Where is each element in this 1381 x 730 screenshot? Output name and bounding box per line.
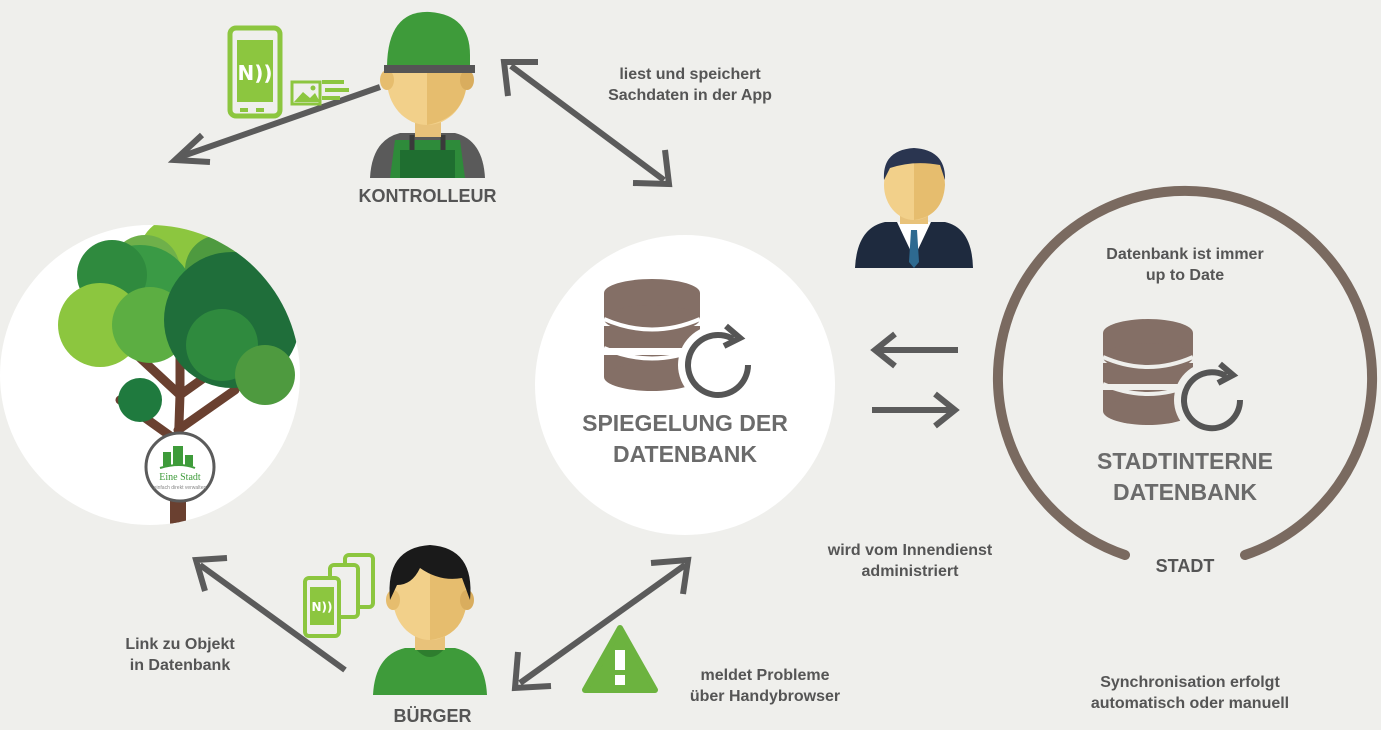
admin-line1: wird vom Innendienst	[827, 542, 993, 559]
buerger-action-line1: meldet Probleme	[700, 667, 830, 684]
svg-text:N)): N))	[311, 600, 332, 614]
internal-database-note-line1: Datenbank ist immer	[1106, 246, 1264, 263]
kontrolleur-action-line1: liest und speichert	[619, 66, 761, 83]
badge-title: Eine Stadt	[159, 472, 201, 483]
mirror-database-icon	[603, 279, 758, 405]
stadt-label: STADT	[1155, 556, 1215, 576]
internal-database-note-line2: up to Date	[1145, 266, 1225, 284]
kontrolleur-action-text: liest und speichert Sachdaten in der App	[560, 65, 820, 107]
internal-database-note: Datenbank ist immer up to Date	[1070, 245, 1300, 287]
arrow-sync-left	[870, 331, 958, 369]
warning-icon	[582, 625, 658, 693]
kontrolleur-label: KONTROLLEUR	[358, 186, 497, 206]
link-line2: in Datenbank	[129, 656, 231, 674]
internal-database-label: STADTINTERNE DATENBANK	[1060, 446, 1310, 508]
mirror-database-label: SPIEGELUNG DER DATENBANK	[555, 408, 815, 470]
controller-avatar	[370, 11, 485, 178]
mirror-database-line2: DATENBANK	[613, 441, 757, 468]
arrow-kontrolleur-mirror	[500, 59, 673, 188]
arrow-mirror-buerger	[511, 556, 692, 692]
buerger-label: BÜRGER	[393, 706, 472, 726]
sync-line2: automatisch oder manuell	[1090, 694, 1290, 712]
admin-avatar	[855, 148, 973, 268]
internal-database-line2: DATENBANK	[1113, 479, 1257, 506]
admin-line2: administriert	[861, 562, 959, 580]
stadt-ring	[993, 185, 1377, 560]
citizen-avatar	[373, 545, 487, 695]
tree-illustration: Eine Stadt einfach direkt verwalten	[58, 225, 300, 525]
svg-text:N)): N))	[237, 61, 272, 85]
sync-line1: Synchronisation erfolgt	[1100, 674, 1280, 691]
sync-text: Synchronisation erfolgt automatisch oder…	[1050, 673, 1330, 715]
mirror-database-line1: SPIEGELUNG DER	[582, 410, 788, 436]
link-line1: Link zu Objekt	[125, 636, 235, 653]
arrow-kontrolleur-to-tree	[167, 84, 381, 165]
link-text: Link zu Objekt in Datenbank	[90, 635, 270, 677]
image-message-icon	[290, 80, 349, 106]
nfc-phone-icon: N))	[227, 25, 283, 119]
admin-text: wird vom Innendienst administriert	[785, 541, 1035, 583]
internal-database-line1: STADTINTERNE	[1097, 448, 1273, 474]
badge-tagline: einfach direkt verwalten	[154, 485, 207, 491]
arrow-sync-right	[872, 391, 960, 429]
buerger-action-text: meldet Probleme über Handybrowser	[660, 666, 870, 708]
buerger-action-line2: über Handybrowser	[689, 687, 841, 705]
kontrolleur-action-line2: Sachdaten in der App	[608, 86, 772, 104]
arrow-buerger-to-tree	[192, 555, 347, 673]
flow-arrows	[167, 59, 960, 692]
internal-database-icon	[1102, 319, 1250, 438]
nfc-phones-icon: N))	[303, 553, 375, 638]
